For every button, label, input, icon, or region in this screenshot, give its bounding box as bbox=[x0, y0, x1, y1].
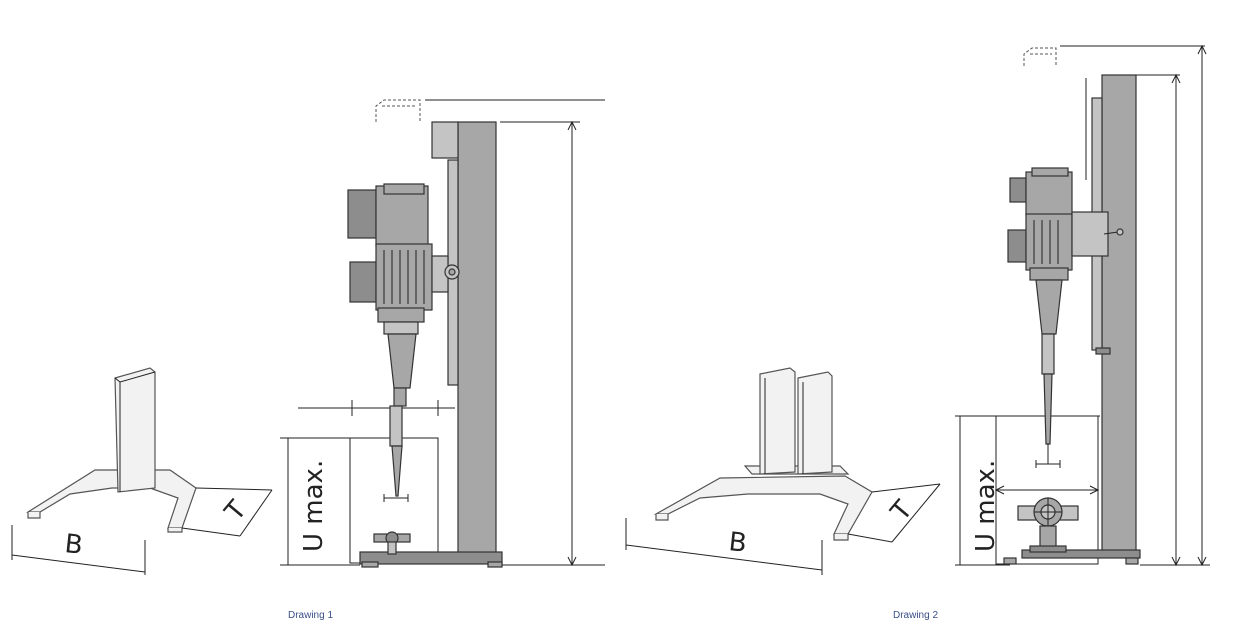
label-b: B bbox=[727, 527, 748, 559]
label-t: T bbox=[219, 495, 253, 527]
raised-position-2 bbox=[1023, 47, 1057, 66]
drawing-2: B T U max. bbox=[625, 44, 1210, 575]
dimension-height-2 bbox=[1060, 44, 1210, 567]
column-2 bbox=[1003, 74, 1141, 565]
label-t: T bbox=[885, 495, 919, 527]
raised-position-1 bbox=[375, 99, 421, 122]
caption-drawing-1: Drawing 1 bbox=[288, 610, 334, 621]
dimension-width-2 bbox=[994, 485, 1100, 495]
motor-2 bbox=[1007, 167, 1124, 468]
label-u-max: U max. bbox=[299, 460, 329, 552]
dimension-t-1: T bbox=[181, 487, 273, 537]
label-b: B bbox=[63, 529, 84, 561]
dimension-b-2: B bbox=[625, 518, 823, 575]
dimension-b-1: B bbox=[11, 525, 146, 575]
dimension-width-1 bbox=[298, 400, 455, 416]
caption-drawing-2: Drawing 2 bbox=[893, 610, 939, 621]
handwheel-1 bbox=[373, 531, 411, 555]
base-stand-1 bbox=[25, 367, 197, 533]
handwheel-2 bbox=[1017, 497, 1079, 553]
dimension-u-1: U max. bbox=[280, 437, 360, 566]
base-stand-2 bbox=[653, 367, 873, 541]
drawing-1: B T U max. bbox=[11, 99, 605, 575]
motor-1 bbox=[347, 183, 460, 502]
dimension-height-1 bbox=[425, 99, 605, 567]
